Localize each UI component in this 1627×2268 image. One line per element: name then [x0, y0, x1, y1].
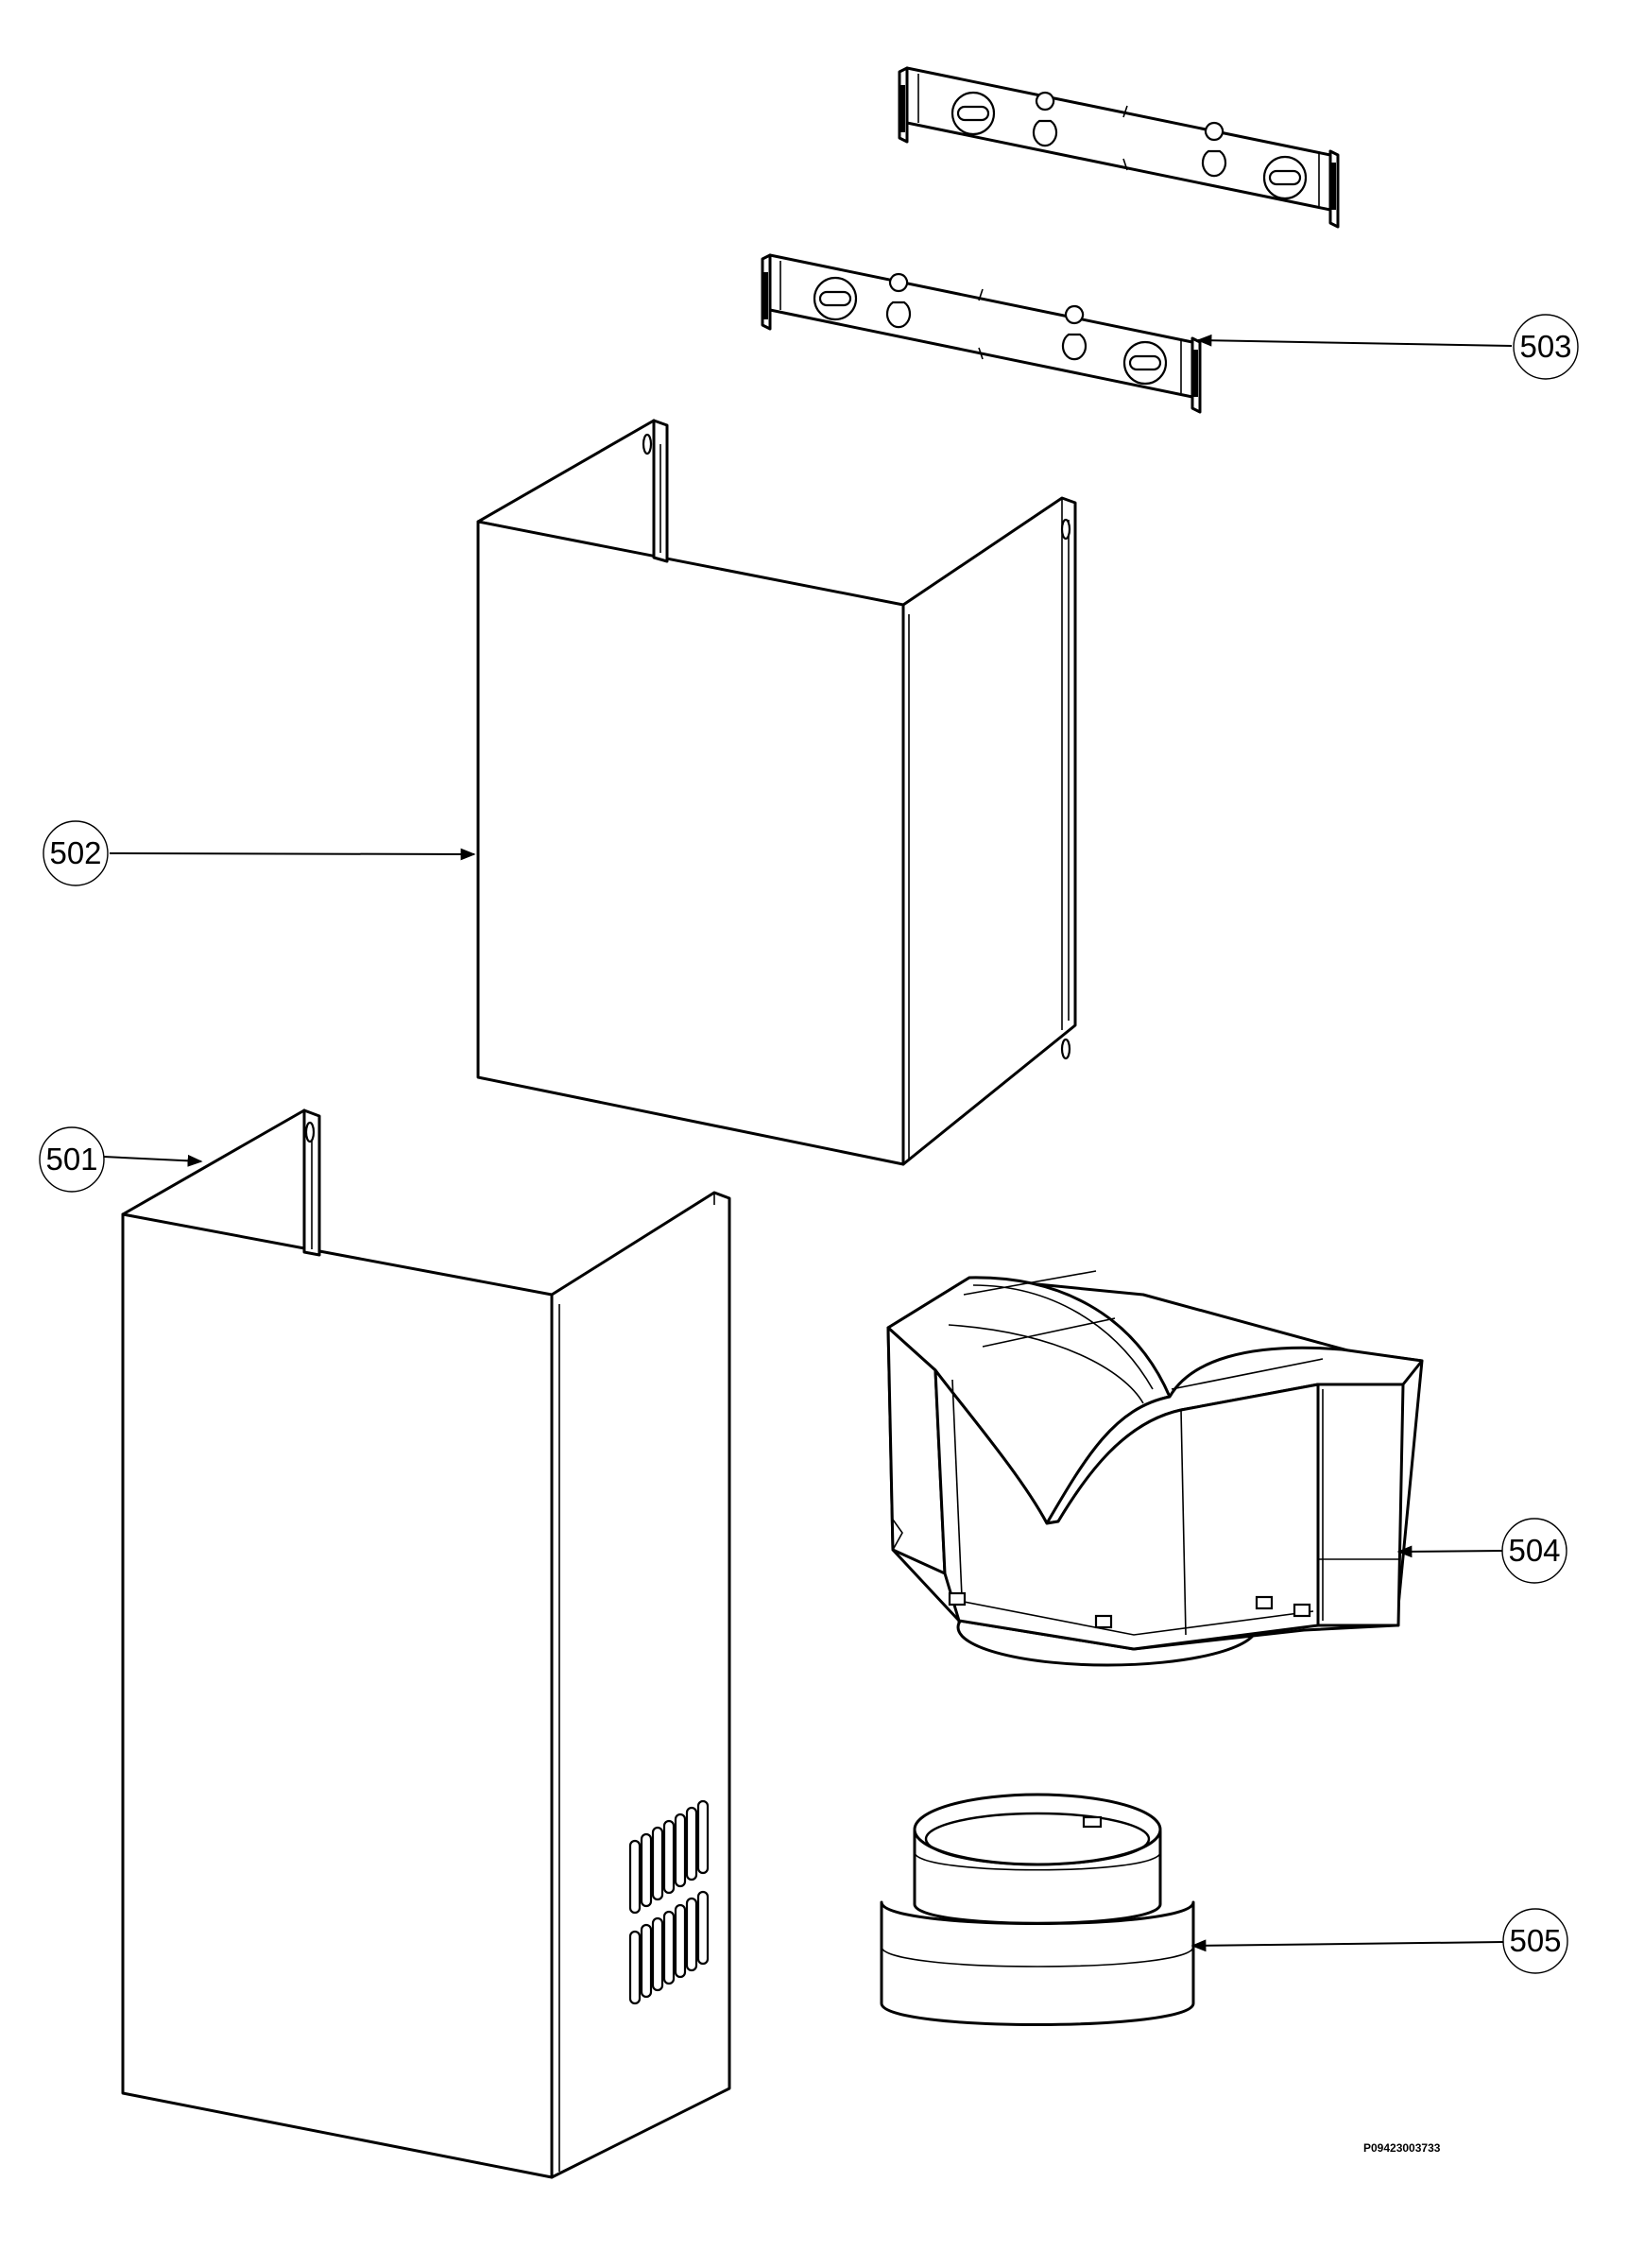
upper-wall-bracket — [898, 66, 1340, 229]
callout-505: 505 — [1190, 1908, 1568, 1974]
callout-501: 501 — [39, 1126, 203, 1193]
svg-text:502: 502 — [49, 835, 101, 870]
upper-chimney-cover — [476, 419, 1077, 1166]
lower-wall-bracket — [761, 253, 1202, 414]
lower-chimney-cover — [121, 1108, 731, 2179]
svg-text:504: 504 — [1508, 1533, 1560, 1568]
callout-503: 503 — [1196, 314, 1579, 380]
callout-502: 502 — [43, 820, 476, 886]
svg-text:501: 501 — [45, 1142, 97, 1177]
air-diverter — [886, 1270, 1424, 1667]
svg-text:505: 505 — [1509, 1923, 1561, 1958]
drawing-code: P09423003733 — [1363, 2141, 1441, 2155]
reducer-collar — [880, 1793, 1195, 2026]
svg-text:503: 503 — [1519, 329, 1571, 364]
callout-504: 504 — [1396, 1518, 1567, 1584]
